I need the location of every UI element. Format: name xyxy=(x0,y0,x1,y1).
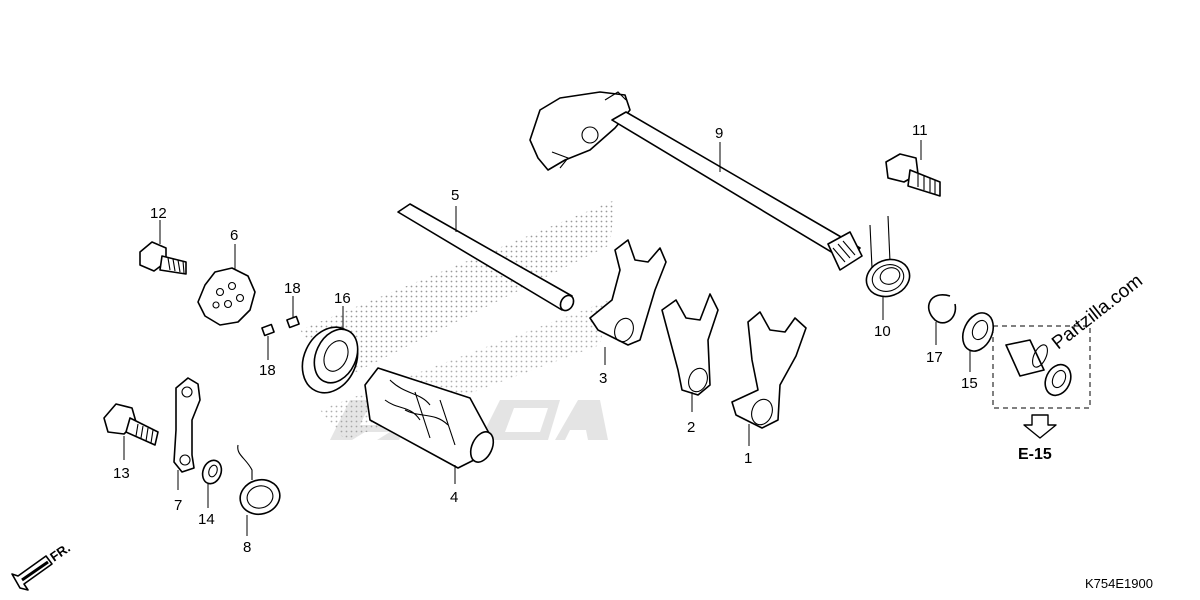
callout-13: 13 xyxy=(113,465,130,482)
part-7-stopper-arm xyxy=(173,377,201,473)
front-label: FR. xyxy=(47,540,73,564)
part-11-bolt xyxy=(885,153,941,197)
callout-18-bottom: 18 xyxy=(259,362,276,379)
callout-3: 3 xyxy=(599,370,607,387)
front-direction-indicator: FR. xyxy=(11,540,73,591)
callout-numbers: 1 2 3 4 5 6 7 8 9 10 11 12 13 14 15 16 1… xyxy=(113,122,978,556)
callout-6: 6 xyxy=(230,227,238,244)
reference-label: E-15 xyxy=(1018,446,1052,463)
part-8-stopper-spring xyxy=(237,444,281,516)
callout-11: 11 xyxy=(912,122,928,139)
part-12-bolt xyxy=(139,241,187,275)
part-3-shift-fork xyxy=(589,239,667,346)
callout-5: 5 xyxy=(451,187,459,204)
part-9-gearshift-spindle xyxy=(529,91,863,271)
callout-17: 17 xyxy=(926,349,943,366)
callout-1: 1 xyxy=(744,450,752,467)
watermark: Partzilla.com xyxy=(1048,270,1147,354)
part-16-bearing xyxy=(301,326,359,394)
callout-10: 10 xyxy=(874,323,891,340)
reference-e15: E-15 xyxy=(1018,414,1057,463)
part-6-shift-plate xyxy=(197,267,256,326)
part-17-circlip xyxy=(927,294,957,324)
part-5-fork-shaft xyxy=(397,203,575,312)
callout-9: 9 xyxy=(715,125,723,142)
part-14-washer xyxy=(201,459,223,485)
part-13-bolt xyxy=(103,403,159,446)
part-1-shift-fork xyxy=(731,311,807,429)
part-18-dowel-pins xyxy=(261,315,300,337)
part-10-return-spring xyxy=(865,215,911,298)
callout-12: 12 xyxy=(150,205,167,222)
callout-18-top: 18 xyxy=(284,280,301,297)
diagram-code: K754E1900 xyxy=(1085,576,1153,591)
part-4-shift-drum xyxy=(364,367,495,469)
leader-lines xyxy=(123,140,971,536)
callout-8: 8 xyxy=(243,539,251,556)
arrow-down-outline-icon xyxy=(1023,414,1057,439)
part-2-shift-fork xyxy=(661,293,719,396)
callout-14: 14 xyxy=(198,511,215,528)
callout-16: 16 xyxy=(334,290,351,307)
callout-2: 2 xyxy=(687,419,695,436)
callout-15: 15 xyxy=(961,375,978,392)
e15-subassembly-group xyxy=(992,325,1091,409)
callout-4: 4 xyxy=(450,489,458,506)
callout-7: 7 xyxy=(174,497,182,514)
part-15-washer xyxy=(961,312,995,352)
